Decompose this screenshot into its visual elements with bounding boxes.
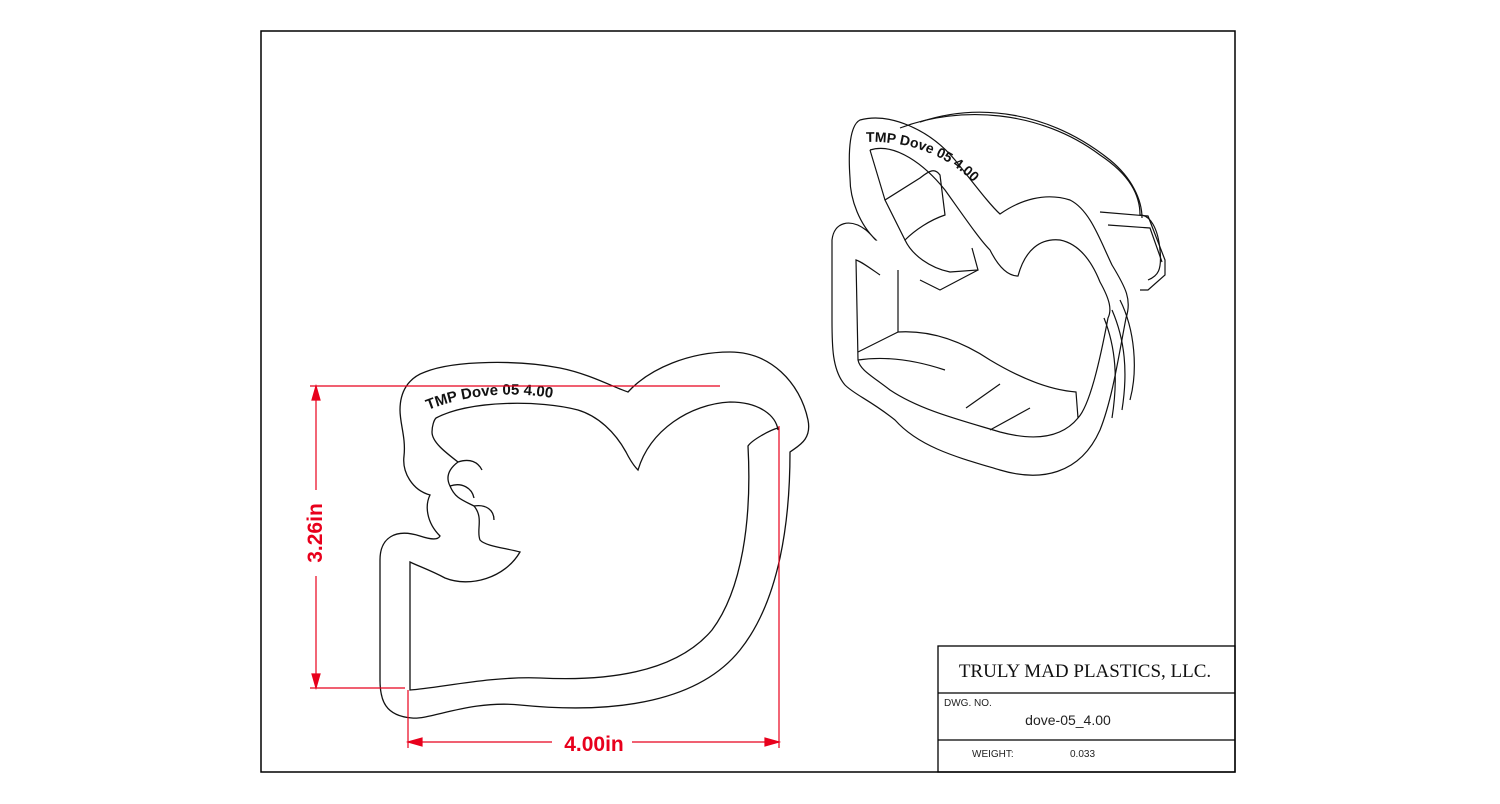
height-arrow-bottom <box>311 673 321 691</box>
iso-handle-block-2 <box>1107 224 1163 263</box>
iso-front-rim-outer <box>831 117 1129 476</box>
height-dimension-label: 3.26in <box>304 503 327 563</box>
width-arrow-left <box>405 737 423 747</box>
iso-handle-block <box>1099 211 1166 291</box>
iso-inner-wall-left <box>857 270 899 353</box>
iso-back-rim <box>899 114 1162 281</box>
iso-seam-1 <box>965 383 1001 409</box>
iso-front-rim-inner <box>855 147 1111 438</box>
company-name: TRULY MAD PLASTICS, LLC. <box>959 661 1211 682</box>
height-label-mask <box>300 490 330 576</box>
isometric-view <box>831 111 1166 476</box>
cutter-inner-outline <box>409 401 779 691</box>
title-block-frame <box>937 645 1236 773</box>
height-arrow-top <box>311 383 321 401</box>
dimension-lines <box>310 383 782 748</box>
iso-wing-edge <box>869 149 886 201</box>
width-label-mask <box>552 732 632 754</box>
width-arrow-right <box>764 737 782 747</box>
iso-side-layer-2 <box>1111 309 1126 411</box>
iso-inner-wall-2 <box>857 357 946 371</box>
wing-scallop-3 <box>473 504 495 521</box>
iso-wing-wall <box>884 170 946 242</box>
iso-wing-wall-2 <box>904 239 979 273</box>
iso-seam-2 <box>989 407 1031 431</box>
iso-back-rim-2 <box>919 111 1143 219</box>
iso-wing-wall-3 <box>919 269 979 291</box>
sheet-border <box>260 30 1236 773</box>
wing-scallop-1 <box>457 459 483 471</box>
iso-inner-wall-bottom <box>897 331 1079 419</box>
weight-label: WEIGHT: <box>972 749 1014 760</box>
dwg-no-label: DWG. NO. <box>944 698 992 709</box>
wing-scallop-2 <box>449 484 475 499</box>
iso-side-layer-3 <box>1103 317 1116 419</box>
title-block <box>937 645 1236 773</box>
front-view <box>379 351 810 719</box>
dwg-no-value: dove-05_4.00 <box>1025 712 1111 728</box>
emboss-text-iso: TMP Dove 05 4.00 <box>866 129 983 185</box>
weight-value: 0.033 <box>1070 749 1095 760</box>
cutter-outer-outline <box>379 351 810 719</box>
width-dimension-label: 4.00in <box>564 733 624 756</box>
iso-side-layer-1 <box>1119 299 1135 401</box>
